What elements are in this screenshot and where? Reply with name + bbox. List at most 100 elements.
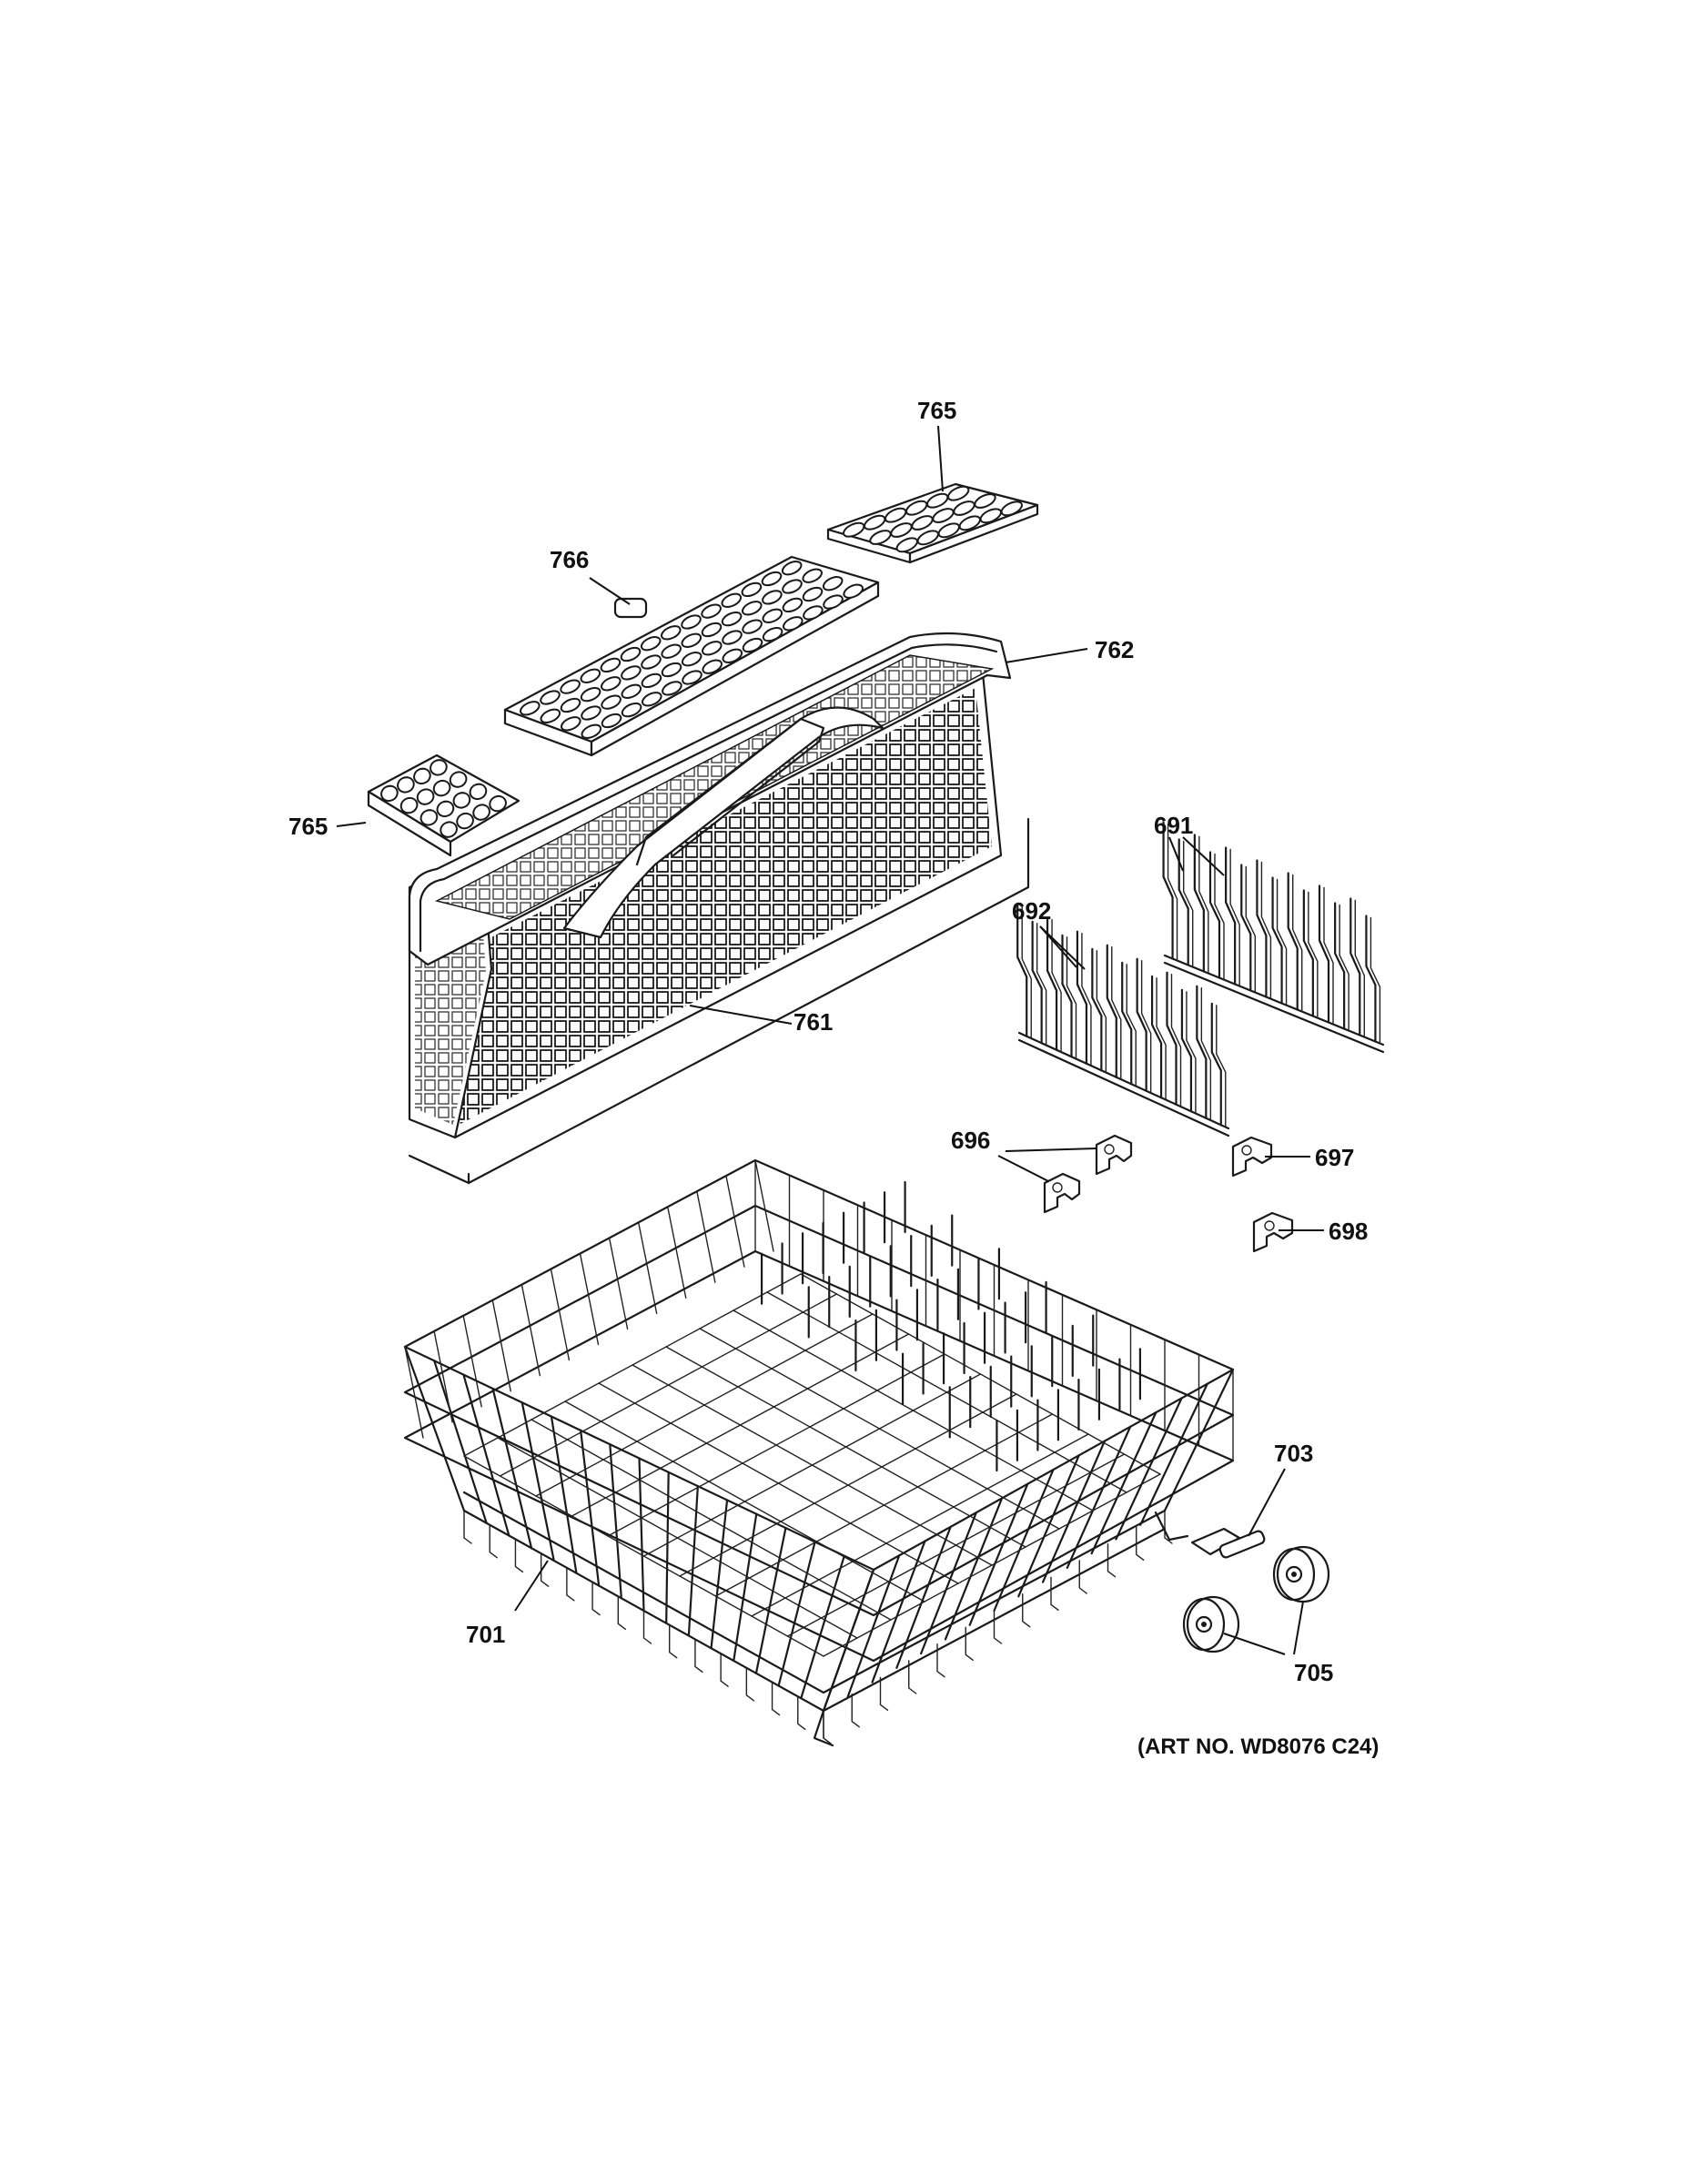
rack-wire <box>1017 1454 1080 1598</box>
rack-floor-wire <box>751 1433 1089 1617</box>
tine <box>1210 1002 1222 1127</box>
tray-cell <box>540 708 561 723</box>
callout-765-left: 765 <box>288 813 328 840</box>
rack-hook <box>591 1581 601 1616</box>
tray-cell <box>662 681 682 696</box>
tine <box>1106 944 1117 1078</box>
rack-hook <box>965 1626 974 1662</box>
tray-cell <box>469 783 488 801</box>
tray-cell <box>413 767 431 785</box>
wheel-705-a <box>1272 1545 1330 1603</box>
tray-765-top <box>826 482 1039 564</box>
callout-691: 691 <box>1154 812 1193 839</box>
tine <box>1287 872 1299 1011</box>
tine <box>1156 977 1167 1100</box>
tray-cell <box>452 792 471 809</box>
rack-hook <box>823 1710 832 1744</box>
rack-wire <box>1041 1440 1107 1583</box>
rack-wire <box>521 1401 555 1562</box>
clip-696-b <box>1095 1134 1133 1176</box>
tine <box>1193 834 1205 973</box>
callout-698: 698 <box>1329 1218 1368 1245</box>
rack-wire <box>462 1373 510 1537</box>
tray-cell <box>661 662 682 678</box>
tray-cell <box>722 630 743 645</box>
tine <box>1162 821 1174 960</box>
tray-cell <box>620 646 642 662</box>
rack-wire <box>491 1299 511 1392</box>
rack-wire <box>895 1525 952 1669</box>
rack-hook <box>669 1624 678 1659</box>
tine <box>1136 957 1147 1092</box>
tray-cell <box>681 632 702 648</box>
tine <box>1208 851 1221 979</box>
tray-cell <box>380 784 399 803</box>
rack-hook <box>1164 1510 1173 1544</box>
rack-hook <box>771 1681 781 1716</box>
rack-wire <box>667 1206 687 1299</box>
tray-cell <box>581 705 601 721</box>
tray-cell <box>843 583 864 599</box>
tine <box>1076 930 1088 1065</box>
tine <box>1061 934 1073 1058</box>
tray-cell <box>472 804 490 821</box>
tray-cell <box>449 771 468 788</box>
tray-cell <box>601 713 622 729</box>
tine <box>1183 840 1194 968</box>
rack-wire <box>710 1499 729 1650</box>
rack-wire <box>550 1415 578 1574</box>
tray-cell <box>762 590 783 605</box>
tine <box>1302 889 1314 1017</box>
rack-hook <box>617 1595 626 1630</box>
rack-wire <box>521 1283 541 1377</box>
tray-cell <box>822 576 844 592</box>
tray-cell <box>440 821 458 838</box>
rack-hook <box>694 1638 703 1673</box>
rack-wire <box>491 1387 533 1550</box>
axle-703 <box>1190 1527 1266 1559</box>
rack-wire <box>609 1443 622 1600</box>
tine <box>1111 946 1122 1080</box>
tray-cell <box>722 648 743 663</box>
tray-cell <box>802 568 823 583</box>
tray-cell <box>456 812 474 830</box>
tine <box>1271 876 1283 1005</box>
tine <box>1170 974 1182 1107</box>
leader-lines <box>336 425 1324 1655</box>
tray-cell <box>580 686 601 703</box>
rack-wire <box>404 1346 424 1439</box>
tine-bar <box>1017 1038 1230 1138</box>
tray-cell <box>601 676 622 692</box>
tray-cell <box>600 657 622 673</box>
rack-hook <box>1136 1526 1145 1562</box>
tray-765-left <box>367 753 521 857</box>
rack-hook <box>993 1610 1003 1644</box>
rack-wire <box>871 1540 926 1684</box>
rack-hook <box>1078 1560 1087 1594</box>
rack-hook <box>745 1667 755 1702</box>
upper-rack-701 <box>403 1158 1235 1747</box>
rack-hook <box>851 1693 860 1728</box>
tray-cell <box>701 622 723 638</box>
rack-wire <box>433 1360 488 1524</box>
tine <box>1323 886 1334 1026</box>
tray-cell <box>782 579 803 594</box>
rack-wire <box>993 1468 1055 1613</box>
rack-wire <box>920 1512 977 1655</box>
rack-hook <box>642 1610 652 1644</box>
rack-wire <box>550 1268 571 1361</box>
tray-cell <box>621 702 642 718</box>
tine <box>1126 964 1137 1087</box>
rack-hook <box>566 1567 575 1602</box>
rack-wire <box>968 1482 1029 1626</box>
tray-cell <box>581 723 602 739</box>
tray-cell <box>641 654 662 670</box>
rack-wire <box>1115 1397 1183 1541</box>
tray-cell <box>974 493 996 509</box>
rack-wire <box>403 1345 466 1512</box>
rack-wire <box>777 1541 816 1687</box>
callout-705: 705 <box>1294 1659 1333 1686</box>
tray-cell <box>823 594 844 610</box>
tine <box>1021 905 1032 1039</box>
tray-cell <box>681 614 702 630</box>
